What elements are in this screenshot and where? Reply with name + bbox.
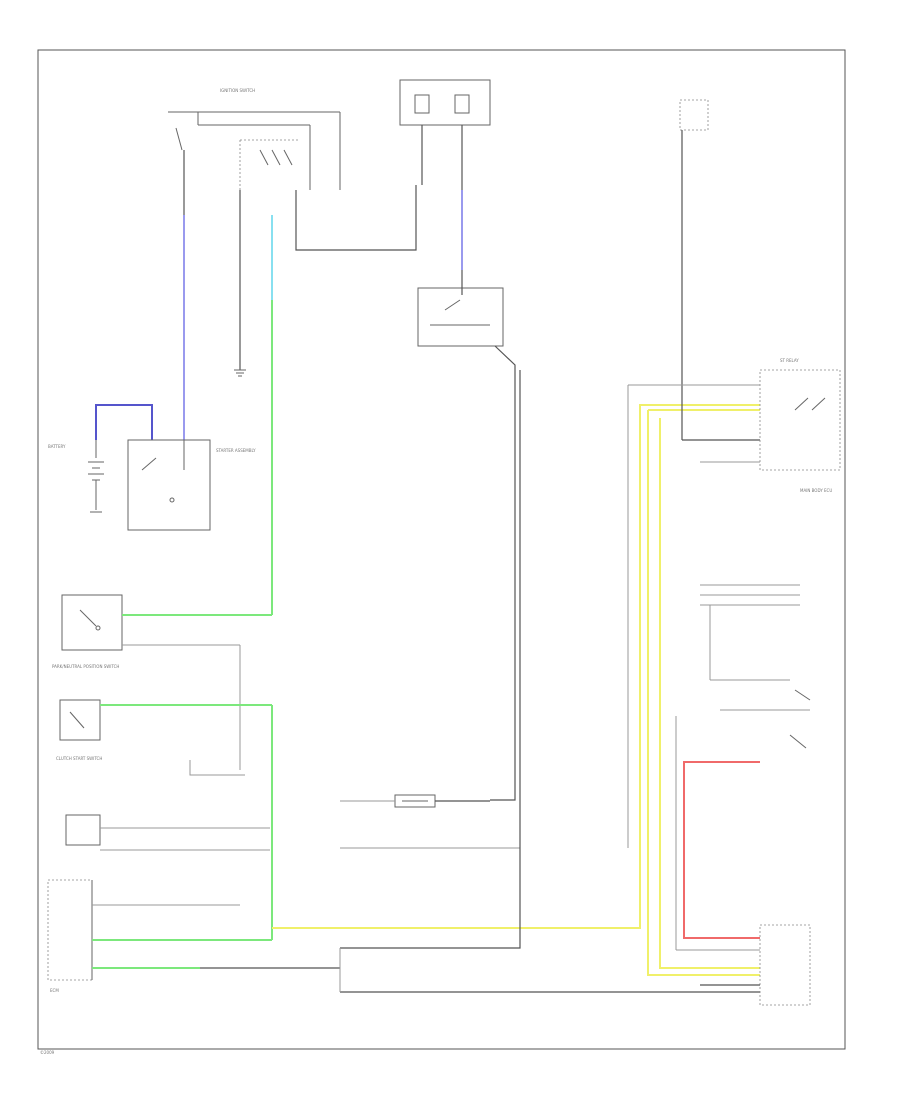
- connector-icon: [759, 924, 811, 1006]
- ground-icon: [234, 369, 246, 377]
- wire-red: [683, 761, 760, 939]
- park-neutral-label: PARK/NEUTRAL POSITION SWITCH: [52, 664, 119, 669]
- fuse-block: [399, 79, 491, 126]
- diagram-frame: [37, 49, 846, 1050]
- battery-icon: [88, 440, 104, 513]
- switch-icon: [79, 609, 97, 627]
- connector-icon: [65, 814, 101, 846]
- body-ecu-label: MAIN BODY ECU: [800, 488, 832, 493]
- ecm-box: [47, 879, 93, 981]
- starter-assembly: [127, 439, 211, 531]
- fuse-block-right: [679, 99, 709, 131]
- starter-assembly-label: STARTER ASSEMBLY: [216, 448, 256, 453]
- fuse-icon: [414, 94, 430, 114]
- starter-relay-label: ST RELAY: [780, 358, 799, 363]
- wire-purple: [95, 404, 153, 440]
- switch-icon: [69, 711, 85, 729]
- starter-relay: [759, 369, 841, 471]
- fuse-icon: [454, 94, 470, 114]
- footer-copyright: ©2009: [40, 1050, 55, 1055]
- clutch-start-switch: [59, 699, 101, 741]
- ignition-switch: [168, 111, 341, 190]
- switch-icon: [794, 689, 811, 701]
- relay-icon: [417, 287, 504, 347]
- ecm-label: ECM: [50, 988, 59, 993]
- park-neutral-switch: [61, 594, 123, 651]
- clutch-start-label: CLUTCH START SWITCH: [56, 756, 102, 761]
- wire-yellow-bottom: [272, 404, 760, 929]
- switch-icon: [789, 734, 807, 749]
- fuse-icon: [394, 794, 436, 808]
- battery-label: BATTERY: [48, 444, 66, 449]
- ignition-switch-label: IGNITION SWITCH: [220, 88, 255, 93]
